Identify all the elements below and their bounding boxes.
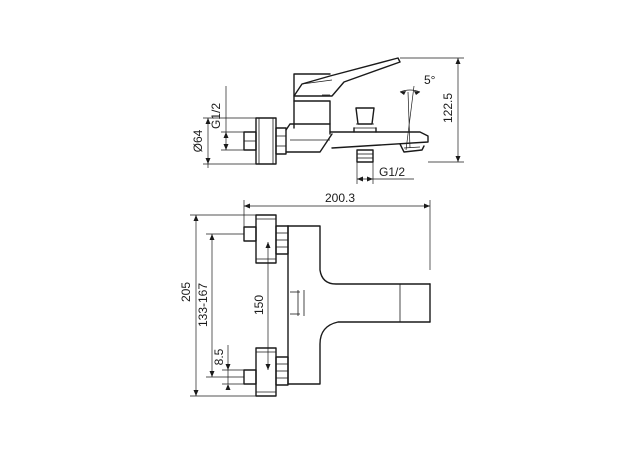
wall-flange <box>255 117 287 165</box>
mixer-body <box>285 73 333 153</box>
dim-inlet-thread: G1/2 <box>209 86 244 151</box>
dim-total-height: 205 <box>179 214 256 397</box>
lower-connector <box>243 347 289 397</box>
upper-connector <box>243 214 289 264</box>
dim-diameter-label: Ø64 <box>191 129 205 152</box>
dim-150-label: 150 <box>252 295 266 315</box>
dim-outlet-thread-label: G1/2 <box>379 165 405 179</box>
dim-height-label: 122.5 <box>441 93 455 123</box>
dim-total-height-label: 205 <box>179 282 193 302</box>
hose-outlet <box>356 149 374 163</box>
dim-width-label: 200.3 <box>325 191 355 205</box>
dim-8-5: 8.5 <box>212 345 244 390</box>
spout <box>329 131 429 153</box>
dim-angle: 5° <box>399 73 436 151</box>
dim-outlet-thread: G1/2 <box>356 162 414 184</box>
dim-inlet-thread-label: G1/2 <box>209 103 223 129</box>
dim-150: 150 <box>252 242 271 370</box>
diverter-knob <box>353 107 377 133</box>
lever-handle <box>293 57 401 97</box>
dim-centres: 133-167 <box>196 233 244 378</box>
dim-centres-label: 133-167 <box>196 283 210 327</box>
dim-height: 122.5 <box>400 57 464 163</box>
dim-angle-label: 5° <box>424 73 436 87</box>
dim-diameter: Ø64 <box>191 117 256 168</box>
body-front <box>287 225 431 385</box>
dim-width: 200.3 <box>243 191 431 270</box>
inlet-pipe <box>243 131 257 151</box>
dim-8-5-label: 8.5 <box>212 348 226 365</box>
front-view: 200.3 205 133-167 150 <box>179 191 431 397</box>
side-view: G1/2 Ø64 5° 122.5 <box>191 57 464 184</box>
